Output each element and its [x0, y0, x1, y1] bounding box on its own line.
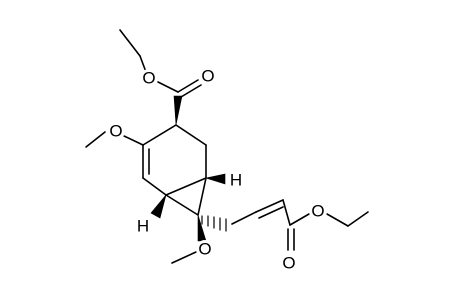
bond-o-methoxy-ch3: [85, 131, 106, 148]
bond-ring-c3-c4: [175, 124, 207, 146]
wedge-c5-h: [204, 173, 226, 185]
bond-ring-c5-c6: [165, 177, 207, 196]
bond-carbonyl1-double-b: [180, 84, 202, 98]
atom-o-methoxy-ring: O: [109, 122, 122, 141]
bond-ethyl1-ch2-o: [139, 55, 147, 73]
bond-group: [85, 29, 369, 264]
atom-o-ester1-single: O: [142, 69, 155, 88]
atom-h-left: H: [137, 217, 149, 236]
bond-bridge-o-ch3: [171, 251, 197, 264]
stereo-group: [150, 95, 227, 242]
atom-o-ester1-carbonyl: O: [201, 67, 214, 86]
wedge-c6-h: [150, 194, 167, 219]
bond-ring-c6-c1: [142, 177, 167, 196]
bond-alkene-double-a: [255, 199, 284, 213]
bond-ethyl1-ch3: [119, 29, 141, 57]
wedge-c3-carbonyl: [173, 95, 183, 126]
bond-alkene-1: [231, 211, 257, 225]
atom-h-right: H: [230, 171, 242, 190]
atom-o-methoxy-bridge: O: [198, 240, 211, 259]
atom-o-ester2-carbonyl: O: [282, 254, 295, 273]
bond-cyclopropane-left: [165, 194, 199, 216]
bond-ester2-o-ch2: [326, 213, 349, 227]
bond-o-carbonyl1: [157, 81, 179, 93]
bond-cyclopropane-right: [197, 177, 207, 216]
atom-label-group: O O O H H O O O: [107, 67, 327, 273]
bond-c2-o-methoxy: [123, 135, 144, 146]
bond-ester2-ch2-ch3: [347, 211, 369, 227]
bond-carbonyl2-o-single: [289, 213, 310, 226]
bond-ring-c2-c3: [142, 124, 177, 146]
bond-alkene-double-b: [258, 206, 284, 219]
bond-alkene-to-carbonyl: [282, 199, 291, 226]
atom-o-ester2-single: O: [311, 202, 324, 221]
bond-carbonyl1-double-a: [177, 79, 199, 93]
